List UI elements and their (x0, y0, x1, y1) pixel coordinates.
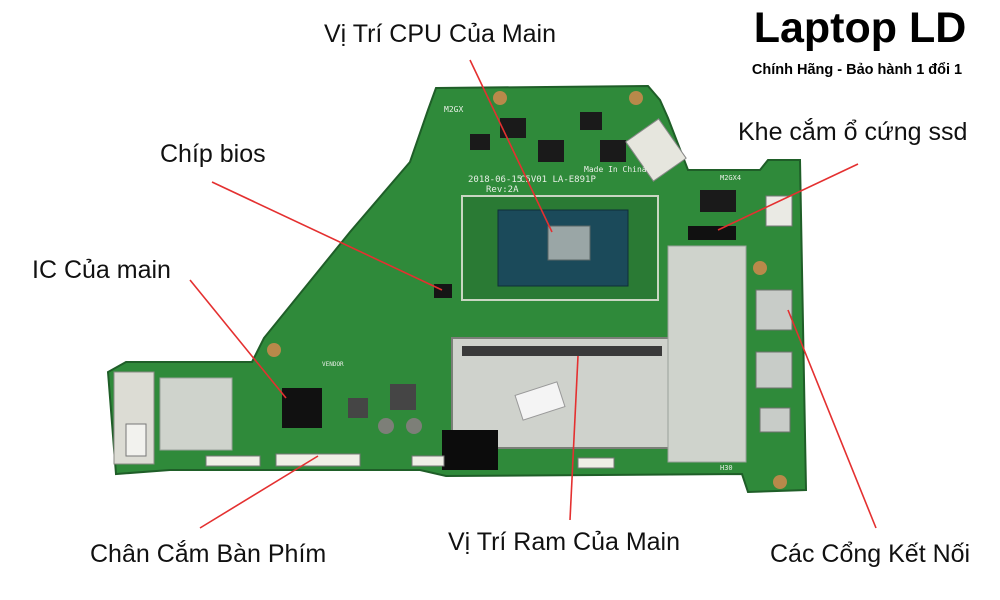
callout-line-ic (189, 279, 287, 399)
silk-rev: Rev:2A (486, 185, 519, 195)
ram-sticker (514, 381, 566, 421)
inductor (348, 398, 368, 418)
bottom-connector-3 (577, 457, 615, 469)
ssd-chip (700, 190, 736, 212)
mount-hole (773, 475, 787, 489)
black-block (442, 430, 498, 470)
mount-hole (629, 91, 643, 105)
capacitor (406, 418, 422, 434)
usb-port-2 (755, 351, 793, 389)
label-cpu: Vị Trí CPU Của Main (324, 20, 557, 48)
bottom-connector-2 (411, 455, 445, 467)
brand-subtitle: Chính Hãng - Bảo hành 1 đổi 1 (751, 62, 963, 78)
top-chip-5 (470, 134, 490, 150)
mount-hole (493, 91, 507, 105)
callout-line-ports (787, 309, 877, 529)
brand-title: Laptop LD (753, 4, 967, 52)
ssd-slot (688, 226, 736, 240)
inductor (390, 384, 416, 410)
silk-origin: Made In China (584, 165, 647, 174)
usb-port-3 (759, 407, 791, 433)
silk-m2-right: M2GX4 (720, 174, 741, 182)
callout-line-cpu (469, 59, 553, 233)
capacitor (378, 418, 394, 434)
cpu-die (547, 225, 591, 261)
bottom-connector-1 (205, 455, 261, 467)
main-ic (282, 388, 322, 428)
silk-vendor: VENDOR (322, 361, 344, 368)
label-ic: IC Của main (32, 256, 171, 284)
top-chip-2 (538, 140, 564, 162)
callout-lines (189, 59, 877, 529)
label-ports: Các Cổng Kết Nối (770, 540, 971, 568)
usb-port-1 (755, 289, 793, 331)
mount-hole (267, 343, 281, 357)
label-bios: Chíp bios (160, 140, 266, 168)
callout-line-ssd (717, 163, 859, 231)
left-shield-plate (159, 377, 233, 451)
keyboard-connector (275, 453, 361, 467)
label-ram: Vị Trí Ram Của Main (448, 528, 681, 556)
left-small-connector (125, 423, 147, 457)
silk-m2-left: M2GX (444, 105, 463, 114)
top-connector (625, 118, 687, 182)
callout-line-bios (211, 181, 443, 291)
silk-h30: H30 (720, 464, 733, 472)
ssd-shield-plate (667, 245, 747, 463)
label-ssd: Khe cắm ổ cứng ssd (738, 118, 968, 146)
silk-model: C5V01 LA-E891P (520, 175, 596, 185)
top-chip-3 (580, 112, 602, 130)
callout-line-keyboard (199, 455, 319, 529)
top-chip-4 (600, 140, 626, 162)
mount-hole (753, 261, 767, 275)
top-chip-1 (500, 118, 526, 138)
bios-chip (434, 284, 452, 298)
callout-line-ram (569, 355, 579, 521)
silk-date: 2018-06-15 (468, 175, 522, 185)
ram-slot-bar (462, 346, 662, 356)
label-keyboard: Chân Cắm Bàn Phím (90, 540, 327, 568)
